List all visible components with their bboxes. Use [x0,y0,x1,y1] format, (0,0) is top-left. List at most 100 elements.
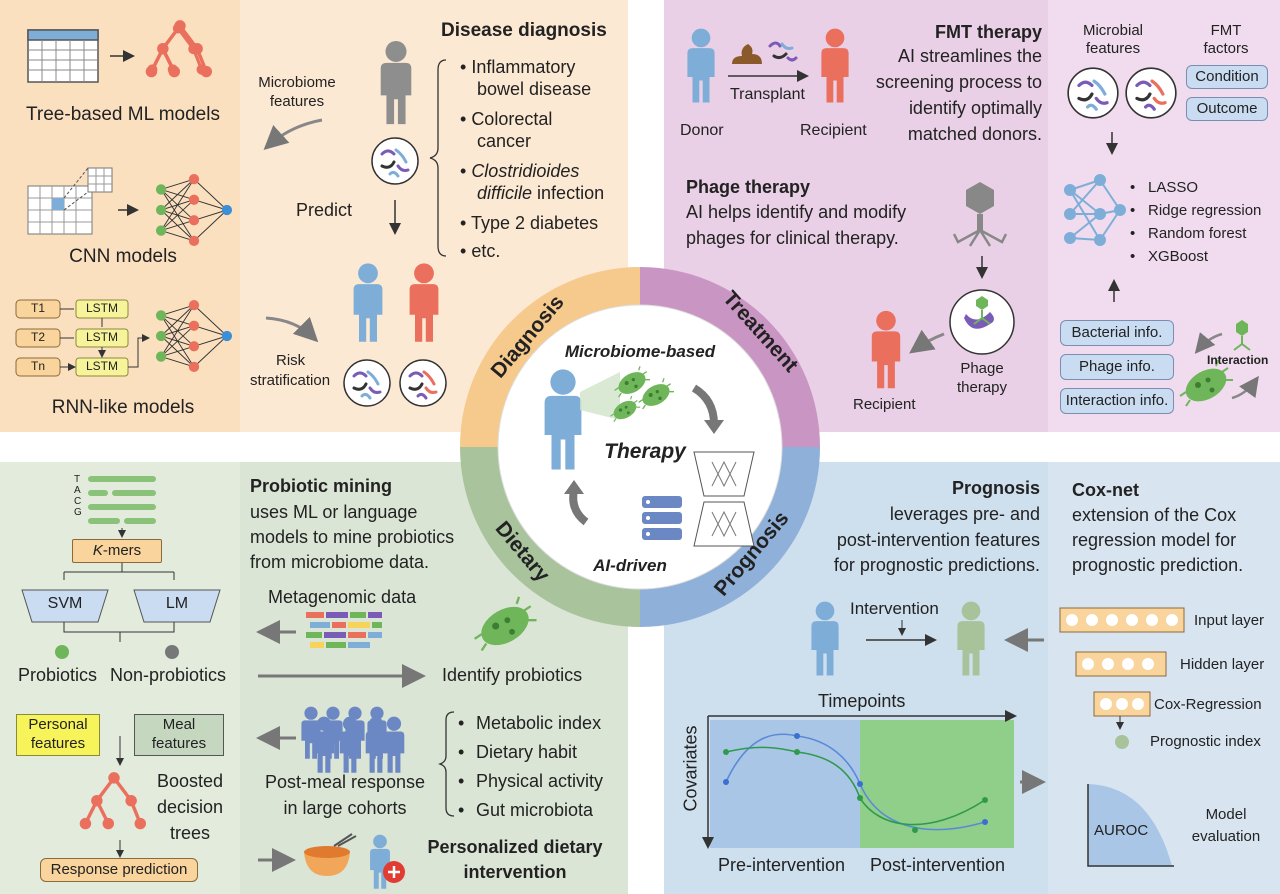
base-a: A [74,485,81,496]
personal-features-box: Personal features [16,714,100,756]
model-ridge: Ridge regression [1130,199,1261,222]
cnn-models-label: CNN models [69,246,177,267]
auroc-icon [1087,784,1174,867]
rnn-diagram [15,299,150,377]
fmt-factors-2: factors [1203,40,1249,57]
phage-text-1: AI helps identify and modify [686,202,907,222]
boosted-trees-label: Boosted decision trees [150,768,230,846]
boosted-2: decision [156,797,224,817]
rnn-t2: T2 [30,330,45,344]
lstm-1: LSTM [85,301,118,315]
meal-2: features [151,735,207,752]
personalized-title-1: Personalized dietary [427,837,603,857]
cox-text-1: extension of the Cox [1072,505,1237,525]
fmt-text-4: matched donors. [907,124,1042,144]
kmers-k: K [92,542,103,559]
lstm-2: LSTM [85,330,118,344]
personal-2: features [30,735,86,752]
microbial-features-2: features [1085,40,1141,57]
microbial-features-1: Microbial [1082,22,1143,39]
center-middle-text: Therapy [604,440,686,463]
disease-list: • Inflammatory bowel disease • Colorecta… [460,57,605,261]
cnn-grid-icon [27,167,113,235]
rnn-models-label: RNN-like models [51,397,195,418]
bacteria-cluster-icon [768,41,798,62]
disease-etc: etc. [471,241,501,261]
neural-network-icon [155,174,233,246]
auroc-label: AUROC [1094,822,1149,839]
phage-therapy-title: Phage therapy [686,177,811,197]
table-icon [27,29,99,83]
boosted-3: trees [169,823,211,843]
cox-text-2: regression model for [1072,530,1237,550]
cox-net-title: Cox-net [1072,480,1139,500]
cox-regression-label: Cox-Regression [1154,696,1262,713]
model-eval-2: evaluation [1191,828,1261,845]
person-icon [380,40,412,125]
sequence-bars [88,476,156,524]
prognosis-title: Prognosis [951,478,1040,498]
postmeal-label-2: in large cohorts [283,798,407,818]
intervention-label: Intervention [850,599,939,618]
disease-ibd-2: bowel disease [477,79,592,99]
lstm-n: LSTM [85,359,118,373]
fmt-text-3: identify optimally [908,98,1042,118]
disease-crc-2: cancer [477,131,532,151]
phage-icon [952,182,1008,247]
model-eval-1: Model [1205,806,1247,823]
cox-text-3: prognostic prediction. [1072,555,1244,575]
microbiome-features-label-1: Microbiome [258,74,336,91]
transplant-label: Transplant [730,86,805,103]
identify-probiotics-label: Identify probiotics [442,665,583,685]
cohort-icon [301,706,405,773]
factor-metabolic: Metabolic index [458,709,603,738]
center-icons [544,366,755,547]
boosted-1: Boosted [156,771,224,791]
svm-label: SVM [47,595,83,612]
prognostic-index-label: Prognostic index [1150,733,1261,750]
phage-text-2: phages for clinical therapy. [686,228,899,248]
response-prediction-box: Response prediction [40,858,198,882]
donor-label: Donor [680,122,724,139]
disease-t2d: Type 2 diabetes [470,213,599,233]
treatment-model-list: LASSO Ridge regression Random forest XGB… [1130,176,1261,268]
bacterial-info-box: Bacterial info. [1060,320,1174,346]
personalized-title-2: intervention [463,862,567,882]
phage-therapy-icon [949,289,1015,355]
recipient-label: Recipient [800,122,867,139]
model-rf: Random forest [1130,222,1261,245]
bowl-icon [304,833,357,876]
probiotic-mining-title: Probiotic mining [250,476,392,496]
disease-ibd-1: Inflammatory [471,57,576,77]
kmers-box: K-mers [72,539,162,563]
meal-features-box: Meal features [134,714,224,756]
metagenomic-label: Metagenomic data [268,587,417,607]
cox-net-layers [1059,607,1185,749]
disease-cdi-3: infection [537,183,605,203]
recipient-label-2: Recipient [853,396,916,413]
phage-therapy-label-2: therapy [956,379,1008,396]
kmers-rest: -mers [102,542,142,559]
prognosis-cox-panel [1048,462,1280,894]
prognosis-text-3: for prognostic predictions. [833,555,1040,575]
model-lasso: LASSO [1130,176,1261,199]
outcome-box: Outcome [1186,97,1268,121]
rnn-tn: Tn [30,359,45,373]
phage-therapy-label-1: Phage [960,360,1004,377]
post-intervention-label: Post-intervention [870,855,1006,875]
phage-info-box: Phage info. [1060,354,1174,380]
base-t: T [74,474,81,485]
center-bottom-text: AI-driven [593,556,667,575]
predict-label: Predict [296,200,353,220]
nn-small-icon [1064,174,1126,246]
fmt-factors-1: FMT [1210,22,1242,39]
risk-label-1: Risk [276,352,306,369]
non-probiotics-label: Non-probiotics [110,665,227,685]
center-top-text: Microbiome-based [564,342,716,361]
base-c: C [74,496,82,507]
tree-models-label: Tree-based ML models [26,104,220,125]
fmt-text-2: screening process to [875,72,1042,92]
interaction-label: Interaction [1207,353,1269,367]
factor-microbiota: Gut microbiota [458,796,603,825]
